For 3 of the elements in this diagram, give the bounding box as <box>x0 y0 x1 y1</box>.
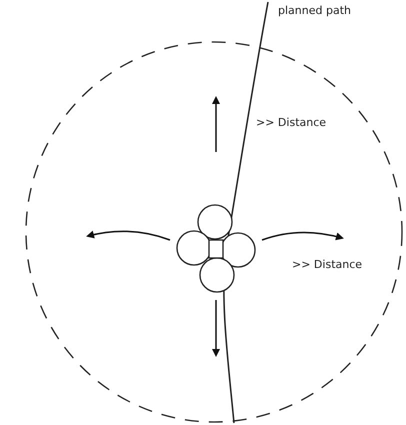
distance-label: >> Distance <box>256 116 326 129</box>
distance-label: >> Distance <box>292 258 362 271</box>
path-label: planned path <box>278 4 351 17</box>
